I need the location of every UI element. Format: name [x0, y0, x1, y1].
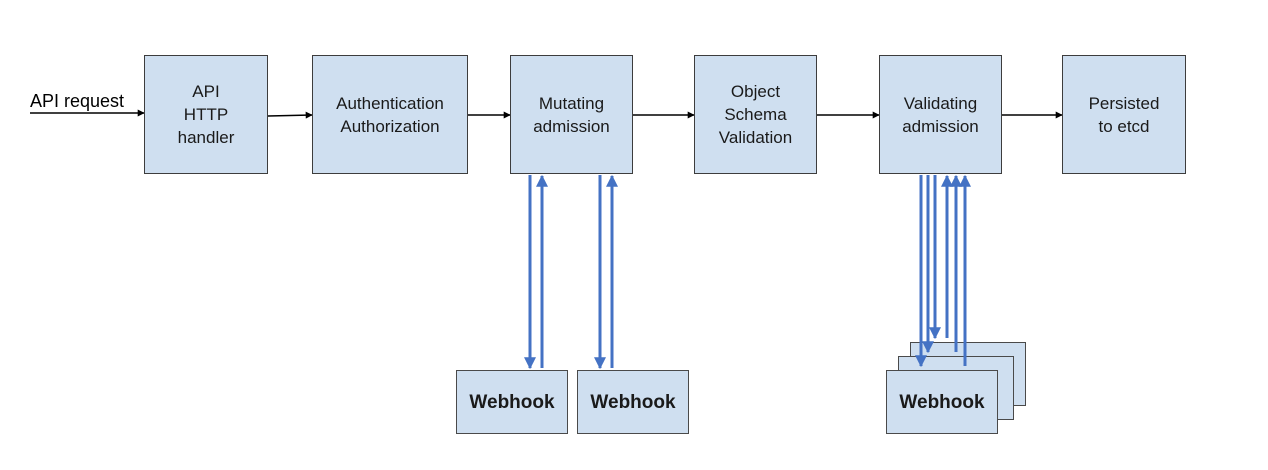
object-schema-validation-label: Object Schema Validation	[718, 82, 793, 147]
object-schema-validation-box: Object Schema Validation	[694, 55, 817, 174]
persisted-to-etcd-box: Persisted to etcd	[1062, 55, 1186, 174]
mutating-webhook-1-label: Webhook	[469, 391, 555, 413]
authentication-authorization-box: Authentication Authorization	[312, 55, 468, 174]
validating-admission-box: Validating admission	[879, 55, 1002, 174]
authentication-authorization-label: Authentication Authorization	[336, 93, 444, 136]
api-http-handler-label: API HTTP handler	[177, 82, 235, 147]
mutating-admission-box: Mutating admission	[510, 55, 633, 174]
validating-webhook-label: Webhook	[899, 391, 985, 413]
persisted-to-etcd-label: Persisted to etcd	[1088, 93, 1160, 136]
arrow-api-to-authn	[267, 111, 313, 119]
mutating-webhook-2: Webhook	[577, 370, 689, 434]
validating-webhook: Webhook	[886, 370, 998, 434]
mutating-webhook-2-label: Webhook	[590, 391, 676, 413]
api-request-label: API request	[30, 91, 125, 111]
api-http-handler-box: API HTTP handler	[144, 55, 268, 174]
validating-admission-label: Validating admission	[902, 93, 979, 136]
mutating-admission-label: Mutating admission	[533, 93, 610, 136]
mutating-webhook-1: Webhook	[456, 370, 568, 434]
